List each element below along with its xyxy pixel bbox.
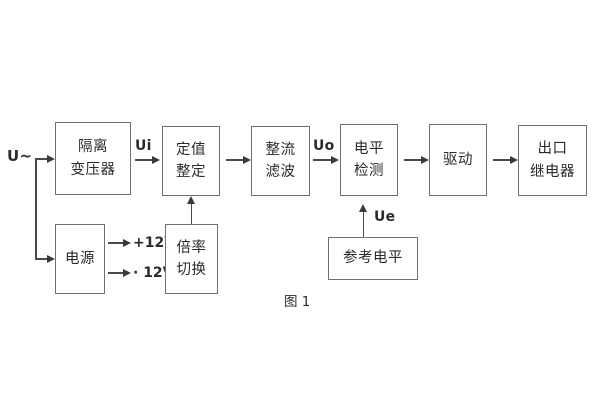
input-branch-bottom-arrow	[47, 254, 55, 263]
input-branch-top-line	[35, 158, 49, 160]
arrow-line-driver-to-relay	[493, 159, 512, 161]
arrow-head-multiplier-to-setting	[187, 196, 195, 204]
box-level-detection-line-2: 检测	[354, 163, 384, 179]
box-multiplier-switch-line-2: 切换	[176, 262, 207, 278]
box-rectifier-filter: 整流 滤波	[251, 126, 310, 196]
arrow-line-transformer-to-setting	[135, 159, 154, 161]
arrow-line-reference-to-level	[362, 211, 365, 237]
input-branch-top-arrow	[47, 154, 55, 163]
rail-negative-arrow	[123, 268, 131, 277]
rail-negative-label: · 12V	[133, 265, 174, 281]
box-driver-line-1: 驱动	[443, 151, 473, 168]
input-trunk-vertical-line	[35, 158, 37, 259]
box-isolation-transformer-line-2: 变压器	[70, 161, 116, 178]
box-driver: 驱动	[429, 124, 487, 196]
arrow-line-rectifier-to-level	[313, 159, 332, 161]
box-setting-value-line-1: 定值	[176, 141, 206, 158]
box-setting-value-line-2: 整定	[176, 164, 206, 180]
box-output-relay-line-2: 继电器	[530, 163, 575, 180]
box-isolation-transformer: 隔离 变压器	[55, 122, 131, 195]
box-setting-value: 定值 整定	[162, 126, 220, 196]
rail-positive-line	[108, 242, 125, 244]
arrow-line-setting-to-rectifier	[226, 159, 245, 161]
arrow-head-rectifier-to-level	[331, 155, 339, 164]
box-power-supply-line-1: 电源	[65, 250, 95, 267]
arrow-head-reference-to-level	[359, 204, 367, 212]
box-multiplier-switch: 倍率 切换	[165, 224, 218, 294]
rail-positive-arrow	[123, 238, 131, 247]
box-reference-level: 参考电平	[328, 237, 418, 280]
arrow-head-transformer-to-setting	[152, 155, 160, 164]
arrow-head-driver-to-relay	[510, 155, 518, 164]
ue-signal-label: Ue	[374, 209, 396, 225]
box-isolation-transformer-line-1: 隔离	[78, 139, 108, 156]
box-rectifier-filter-line-1: 整流	[265, 141, 296, 158]
input-branch-bottom-line	[35, 258, 49, 260]
box-power-supply: 电源	[55, 224, 105, 294]
rail-positive-label: +12V	[133, 235, 176, 251]
ui-signal-label: Ui	[135, 138, 152, 154]
input-signal-label: U~	[7, 147, 33, 165]
box-output-relay: 出口 继电器	[518, 125, 587, 196]
arrow-head-level-to-driver	[421, 155, 429, 164]
box-rectifier-filter-line-2: 滤波	[265, 164, 296, 180]
figure-caption: 图 1	[284, 294, 311, 310]
uo-signal-label: Uo	[313, 138, 335, 154]
box-level-detection-line-1: 电平	[354, 140, 384, 157]
box-multiplier-switch-line-1: 倍率	[176, 239, 207, 256]
box-level-detection: 电平 检测	[340, 124, 398, 196]
box-reference-level-line-1: 参考电平	[343, 250, 403, 267]
arrow-line-level-to-driver	[404, 159, 423, 161]
rail-negative-line	[108, 272, 125, 274]
arrow-head-setting-to-rectifier	[243, 155, 251, 164]
box-output-relay-line-1: 出口	[537, 141, 568, 158]
arrow-line-multiplier-to-setting	[190, 203, 193, 224]
